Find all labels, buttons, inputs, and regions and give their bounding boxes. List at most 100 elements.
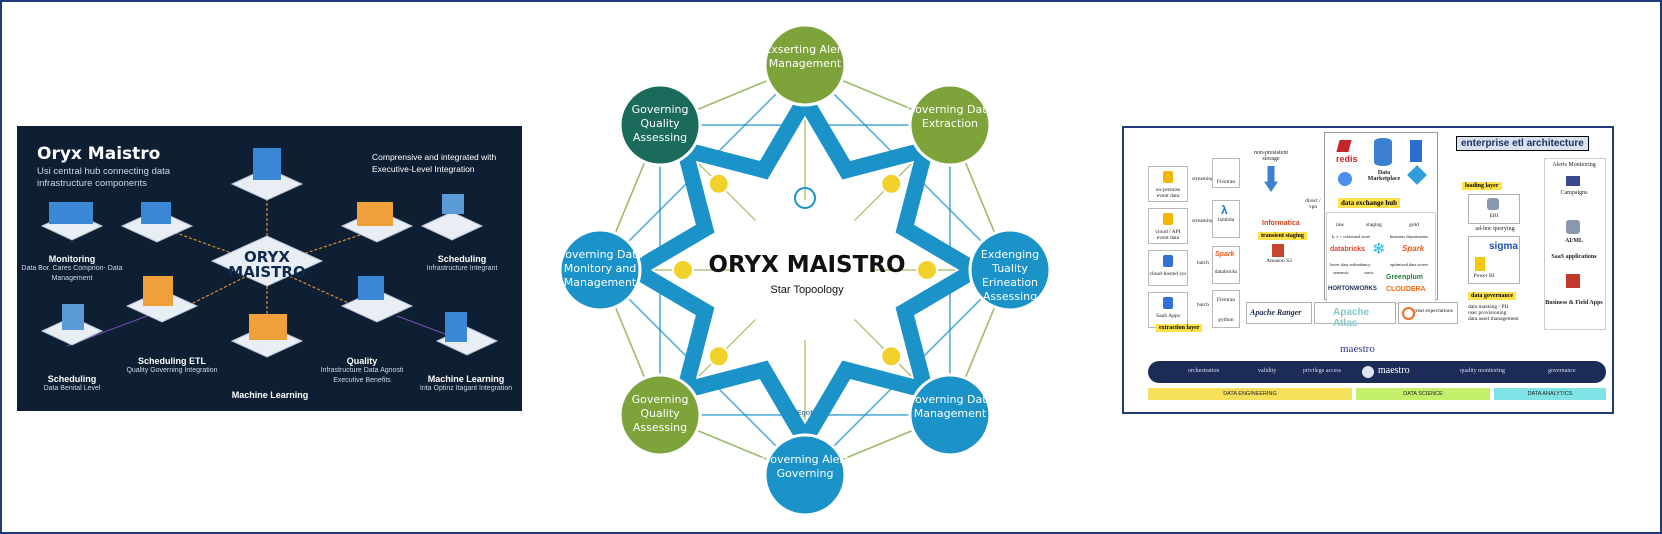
tool-box: Fivetran — [1212, 158, 1240, 188]
label-detail: Infrastructure Integrant — [426, 265, 498, 272]
bar-item: quality monitoring — [1460, 368, 1505, 374]
database-icon — [1163, 297, 1173, 309]
saas-label: SaaS applications — [1551, 254, 1597, 260]
label-quality: Quality Infrastructure Data Agnosti Exec… — [307, 356, 417, 386]
star-topology-diagram: ORYX MAISTRO Star Topoology Exserting Al… — [542, 20, 1072, 520]
powerbi-label: Power BI — [1473, 273, 1495, 279]
campaigns-label: Campaigns — [1560, 190, 1588, 196]
extraction-tag: extraction layer — [1156, 324, 1203, 332]
label-detail: Inta Optinz Itagant Integration — [419, 385, 513, 392]
inner-spoke — [698, 163, 756, 221]
topology-node — [618, 83, 702, 167]
hub-staging-label: staging — [1366, 222, 1382, 228]
staging-tag: transient staging — [1258, 232, 1307, 240]
governance-item: user provisioning — [1468, 310, 1507, 316]
down-arrow-icon — [1264, 166, 1278, 192]
label-detail: Quality Governing Integration — [126, 367, 218, 374]
hub-gold-label: gold — [1409, 222, 1419, 228]
node-label: Exserting Alert Management — [764, 43, 846, 70]
aiml-label: AI/ML — [1565, 238, 1583, 244]
hub-tag: data exchange hub — [1338, 198, 1401, 208]
arrow-label: streaming — [1192, 176, 1214, 182]
architecture-header: enterprise etl architecture — [1456, 136, 1589, 151]
hub-semantic-label: semantic — [1333, 270, 1349, 275]
database-icon — [1163, 171, 1173, 183]
atlas-logo: Apache Atlas — [1333, 307, 1370, 329]
alerts-label: Alerts Monitoring — [1552, 162, 1596, 168]
ai-icon — [1566, 220, 1580, 234]
arrow-label: batch — [1197, 260, 1209, 266]
node-label: Governing Data Extraction — [906, 103, 994, 131]
connector-dot — [672, 259, 694, 281]
label-title: Monitoring — [48, 254, 96, 264]
bar-item: governance — [1548, 368, 1576, 374]
hub-optimized-label: optimized data stores — [1389, 262, 1429, 267]
hub-lower-box — [1326, 212, 1436, 304]
footer-data-analytics: DATA ANALYTICS — [1494, 388, 1606, 400]
bigquery-icon — [1338, 172, 1352, 186]
source-label: SaaS Apps — [1156, 313, 1180, 319]
ebi-box: EBI — [1468, 194, 1520, 224]
database-icon — [1163, 255, 1173, 267]
label-scheduling-etl: Scheduling ETL Quality Governing Integra… — [117, 356, 227, 376]
hub-redundancy-label: lower data redundancy — [1329, 262, 1371, 267]
maestro-title: maestro — [1340, 343, 1375, 355]
label-scheduling-right: Scheduling Infrastructure Integrant — [407, 254, 517, 274]
label-title: Quality — [346, 356, 378, 366]
label-title: Machine Learning — [231, 390, 309, 400]
connector-dot — [880, 172, 903, 195]
topology-node — [763, 23, 847, 107]
informatica-logo: Informatica — [1262, 220, 1300, 227]
footer-data-science: DATA SCIENCE — [1356, 388, 1490, 400]
amazon-s3-label: Amazon S3 — [1266, 258, 1292, 264]
hub-store-label: k, v + relational store — [1331, 234, 1371, 239]
label-title: Machine Learning — [427, 374, 505, 384]
lambda-icon: λ — [1221, 203, 1228, 217]
label-machine-learning-right: Machine Learning Inta Optinz Itagant Int… — [411, 374, 521, 394]
tool-label: lambda — [1217, 217, 1235, 223]
center-icon — [794, 187, 816, 209]
footer-data-engineering: DATA ENGINEERING — [1148, 388, 1352, 400]
inner-spoke — [854, 319, 912, 377]
etl-architecture-panel: enterprise etl architecture on-premise e… — [1122, 126, 1614, 414]
label-machine-learning-center: Machine Learning — [215, 390, 325, 400]
ebi-label: EBI — [1489, 213, 1499, 219]
node-label: Governing Data Monitory and Management — [556, 248, 644, 289]
gx-icon — [1402, 307, 1415, 320]
powerbi-icon — [1475, 257, 1485, 271]
greenplum-logo: Greenplum — [1386, 274, 1423, 281]
connector-dot — [707, 345, 730, 368]
topology-node — [908, 373, 992, 457]
store-icon — [1566, 274, 1580, 288]
node-label: Governing Quality Assessing — [631, 392, 689, 434]
bar-item: privilege access — [1303, 368, 1342, 374]
direct-label: direct / vpn — [1305, 198, 1321, 210]
source-box: cloud-hosted sys — [1148, 250, 1188, 286]
connector-dot — [916, 259, 938, 281]
database-stack-icon — [1374, 138, 1392, 166]
node-label: Governing Alert Governing — [761, 453, 849, 480]
tool-label: Fivetran — [1216, 297, 1236, 303]
inner-spoke — [854, 163, 912, 221]
label-title: Scheduling ETL — [137, 356, 206, 366]
ranger-box: Apache Ranger — [1246, 302, 1312, 324]
ebi-icon — [1487, 198, 1499, 210]
business-apps-label: Business & Field Apps — [1545, 300, 1603, 306]
label-scheduling-left: Scheduling Data Benital Level — [17, 374, 127, 394]
hub-sonic-label: sonic — [1364, 270, 1374, 275]
maestro-bar: orchestration validity privilege access … — [1148, 361, 1606, 383]
source-label: cloud / API event data — [1155, 229, 1181, 241]
ranger-logo: Apache Ranger — [1250, 308, 1302, 317]
node-label: Exdenging Tuality Erineation Assessing — [980, 248, 1040, 303]
cube-icon — [1410, 140, 1422, 162]
sigma-logo: sigma — [1489, 241, 1518, 252]
spark-logo: Spark — [1402, 244, 1425, 253]
label-monitoring: Monitoring Data Bor. Cares Comprion- Dat… — [17, 254, 127, 284]
left-subtitle: Usi central hub connecting data infrastr… — [37, 166, 171, 189]
label-detail: Infrastructure Data Agnosti Executive Be… — [320, 367, 404, 384]
bottom-tag: Egot — [797, 409, 813, 417]
